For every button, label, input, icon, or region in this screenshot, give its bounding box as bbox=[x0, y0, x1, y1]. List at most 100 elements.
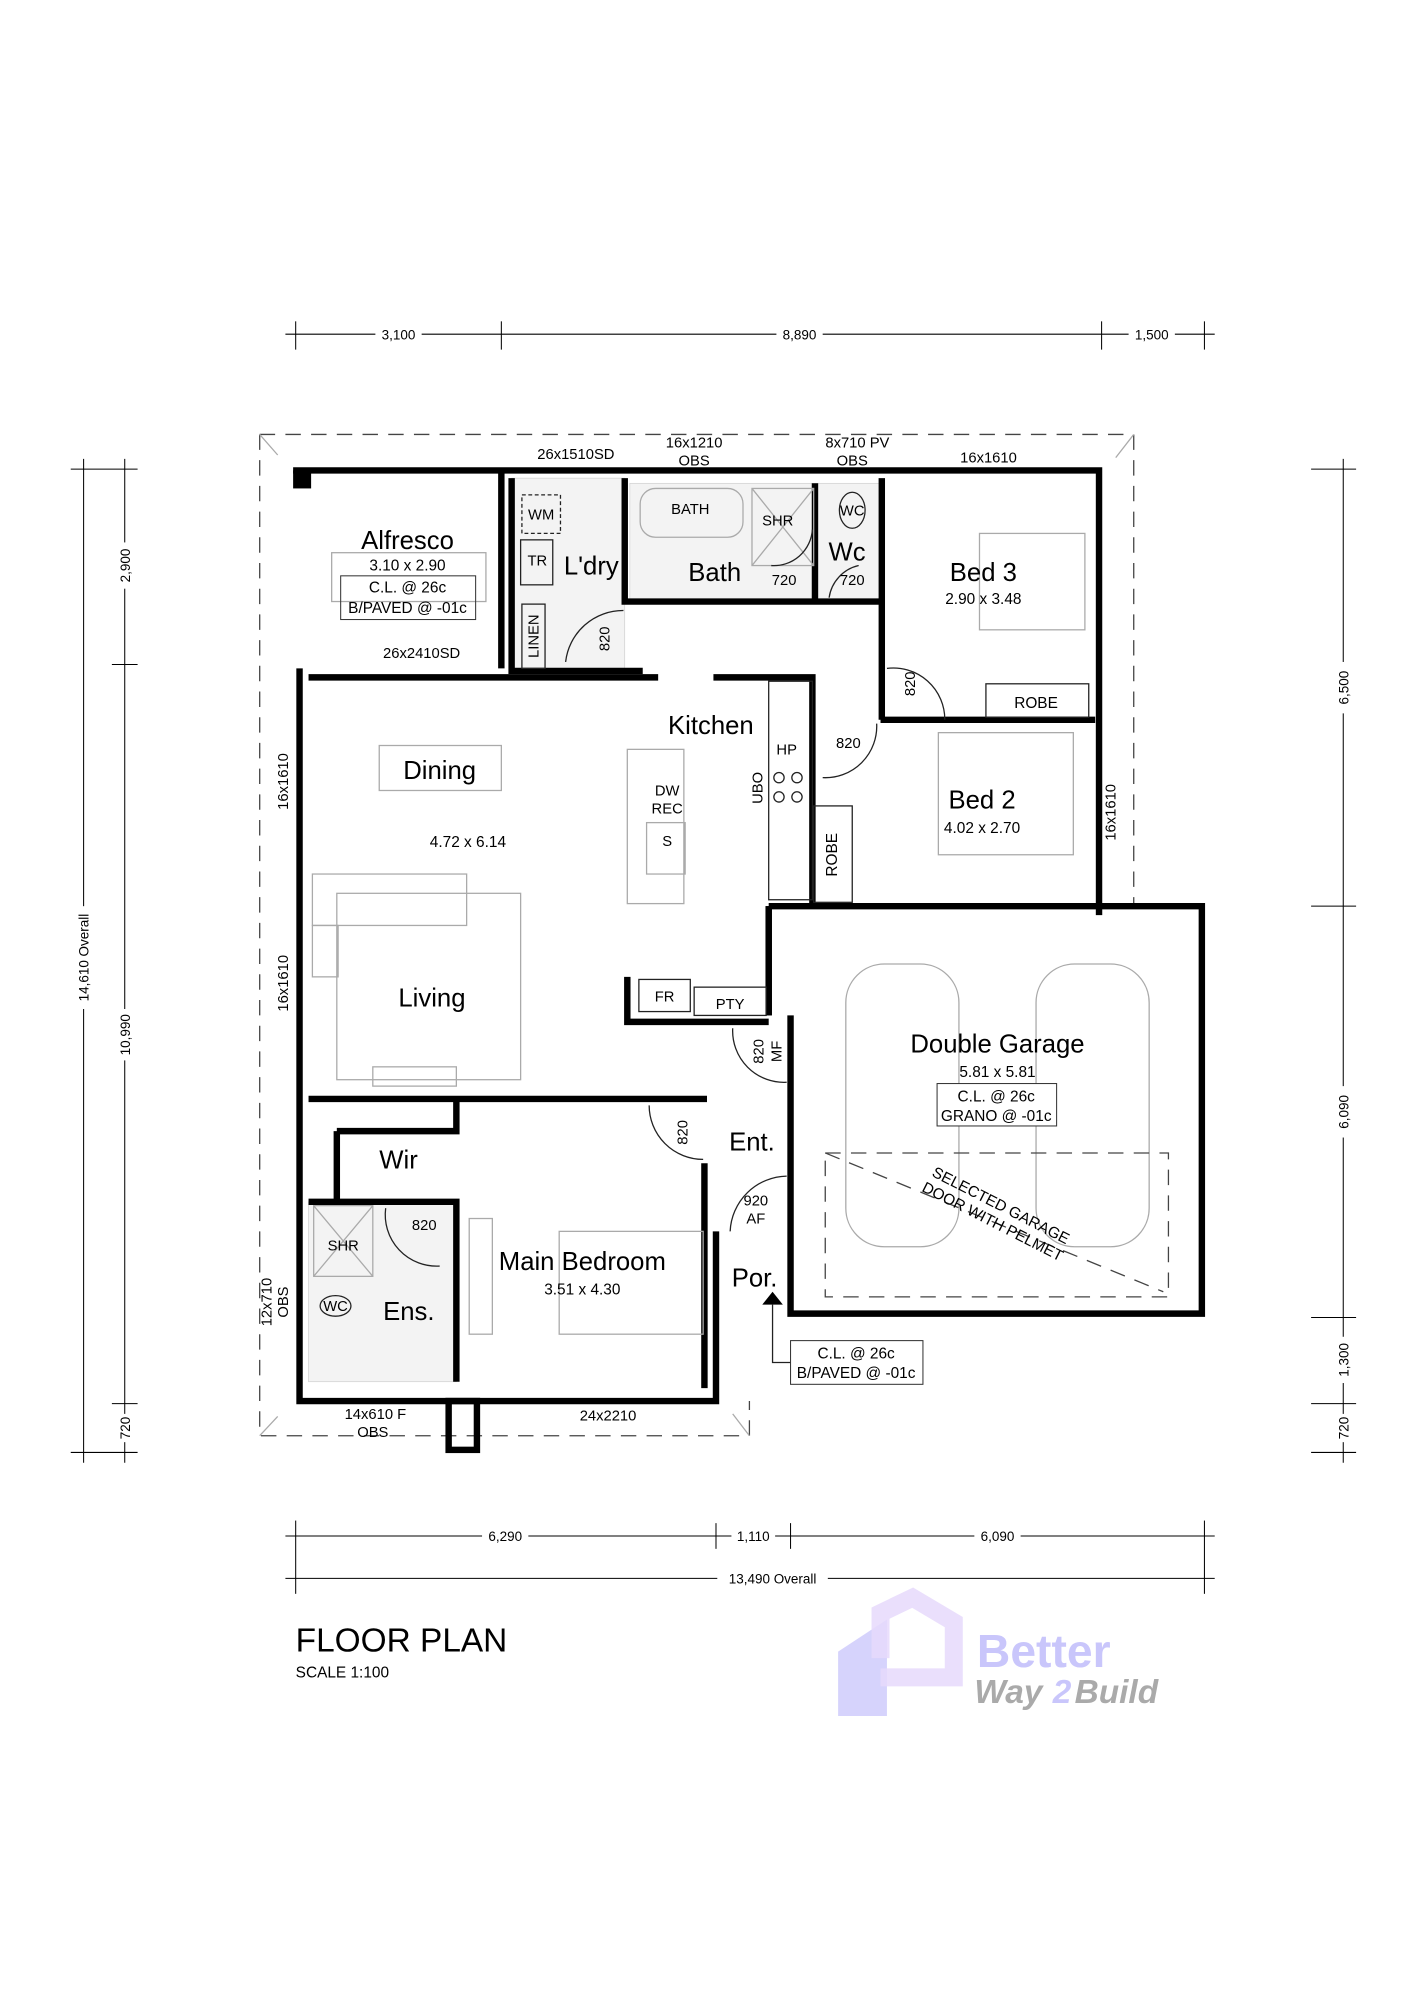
window-dining: 16x1610 bbox=[276, 753, 292, 810]
robe-label: ROBE bbox=[1014, 695, 1058, 712]
garage-door-outline bbox=[824, 1152, 1170, 1298]
room-name: Wir bbox=[379, 1146, 418, 1174]
window-bed2: 16x1610 bbox=[1104, 784, 1120, 841]
fixture-rec: REC bbox=[652, 802, 684, 818]
logo-text-build: Build bbox=[1075, 1674, 1159, 1711]
room-alfresco: Alfresco 3.10 x 2.90 C.L. @ 26c B/PAVED … bbox=[340, 527, 477, 621]
better-way-2-build-logo: Better Way 2 Build bbox=[838, 1587, 1159, 1716]
dim-bottom-overall: 13,490 Overall bbox=[729, 1572, 817, 1587]
room-size: 4.02 x 2.70 bbox=[944, 820, 1020, 837]
window-main-bed: 24x2210 bbox=[580, 1408, 637, 1424]
fixture-dw: DW bbox=[655, 784, 680, 800]
window-wc-1: 8x710 PV bbox=[825, 435, 889, 451]
room-note: C.L. @ 26c bbox=[369, 580, 447, 597]
room-dining: Dining 4.72 x 6.14 bbox=[403, 757, 506, 851]
door-mf: 820 bbox=[752, 1039, 768, 1064]
door-entry: 820 bbox=[676, 1120, 692, 1145]
room-ensuite: SHR WC Ens. bbox=[319, 1239, 435, 1326]
room-name: L'dry bbox=[564, 553, 619, 581]
room-name: Por. bbox=[732, 1265, 778, 1293]
logo-text-2: 2 bbox=[1052, 1674, 1072, 1711]
room-note: GRANO @ -01c bbox=[941, 1108, 1052, 1125]
window-bath-1: 16x1210 bbox=[666, 435, 723, 451]
room-living: Living bbox=[398, 984, 465, 1012]
top-dimensions: 3,100 8,890 1,500 bbox=[285, 321, 1215, 350]
fixture-sink: S bbox=[662, 834, 672, 850]
door-bed3: 820 bbox=[903, 671, 919, 696]
room-note: B/PAVED @ -01c bbox=[348, 600, 467, 617]
room-note: C.L. @ 26c bbox=[958, 1089, 1036, 1106]
room-note: B/PAVED @ -01c bbox=[797, 1365, 916, 1382]
right-dimensions: 6,500 6,090 1,300 720 bbox=[1311, 458, 1357, 1463]
room-bed2: Bed 2 4.02 x 2.70 ROBE bbox=[813, 786, 1020, 903]
plan-title: FLOOR PLAN bbox=[296, 1623, 508, 1660]
room-name: Bath bbox=[688, 559, 741, 587]
window-labels: 26x1510SD 16x1210 OBS 8x710 PV OBS 16x16… bbox=[259, 435, 1119, 1441]
room-main-bedroom: Main Bedroom 3.51 x 4.30 bbox=[499, 1248, 666, 1298]
plan-scale: SCALE 1:100 bbox=[296, 1664, 389, 1681]
door-front: 920 bbox=[744, 1194, 769, 1210]
window-ldry-door: 26x1510SD bbox=[537, 447, 614, 463]
dim-top-2: 8,890 bbox=[783, 327, 817, 342]
dim-left-1: 2,900 bbox=[118, 549, 133, 583]
fixture-shr: SHR bbox=[762, 514, 793, 530]
logo-text-way: Way bbox=[974, 1674, 1044, 1711]
door-front-label: AF bbox=[746, 1212, 765, 1228]
porch-arrow-icon bbox=[762, 1291, 783, 1305]
room-name: Dining bbox=[403, 757, 476, 785]
room-name: Living bbox=[398, 984, 465, 1012]
room-size: 5.81 x 5.81 bbox=[959, 1064, 1035, 1081]
walls bbox=[293, 467, 1206, 1454]
window-ens-2: OBS bbox=[276, 1286, 292, 1317]
room-entry: Ent. bbox=[729, 1128, 775, 1156]
door-labels: 820 720 720 820 820 820 MF 820 920 AF 82… bbox=[412, 573, 919, 1234]
bottom-dimensions: 6,290 1,110 6,090 13,490 Overall bbox=[285, 1520, 1215, 1594]
dim-bottom-1: 6,290 bbox=[488, 1529, 522, 1544]
room-bath: BATH SHR Bath bbox=[671, 502, 793, 587]
window-wir-1: 14x610 F bbox=[345, 1407, 407, 1423]
door-wc: 720 bbox=[840, 573, 865, 589]
dim-right-2: 6,090 bbox=[1336, 1095, 1351, 1129]
dim-right-4: 720 bbox=[1336, 1417, 1351, 1439]
room-name: Alfresco bbox=[361, 527, 454, 555]
room-wir: Wir bbox=[379, 1146, 418, 1174]
room-name: Kitchen bbox=[668, 712, 754, 740]
room-size: 4.72 x 6.14 bbox=[430, 834, 507, 851]
window-bed3: 16x1610 bbox=[960, 451, 1017, 467]
room-name: Ent. bbox=[729, 1128, 775, 1156]
room-note: C.L. @ 26c bbox=[817, 1346, 895, 1363]
room-size: 3.51 x 4.30 bbox=[544, 1281, 620, 1298]
dim-right-3: 1,300 bbox=[1336, 1343, 1351, 1377]
room-name: Bed 3 bbox=[950, 559, 1017, 587]
room-name: Bed 2 bbox=[948, 786, 1015, 814]
window-living: 16x1610 bbox=[276, 955, 292, 1012]
door-bed2: 820 bbox=[836, 736, 861, 752]
fixture-ubo: UBO bbox=[750, 772, 766, 804]
room-kitchen: Kitchen DW REC S HP UBO FR PTY bbox=[638, 680, 814, 1017]
room-garage: Double Garage 5.81 x 5.81 C.L. @ 26c GRA… bbox=[910, 1031, 1084, 1266]
dim-bottom-3: 6,090 bbox=[981, 1529, 1015, 1544]
fixture-shr: SHR bbox=[328, 1239, 359, 1255]
left-dimensions: 14,610 Overall 2,900 10,990 720 bbox=[70, 458, 138, 1463]
dim-top-3: 1,500 bbox=[1135, 327, 1169, 342]
door-mf-label: MF bbox=[770, 1041, 786, 1062]
room-name: Wc bbox=[829, 538, 866, 566]
robe-label: ROBE bbox=[824, 833, 841, 877]
window-alfresco-door: 26x2410SD bbox=[383, 646, 460, 662]
fixture-wm: WM bbox=[528, 507, 554, 523]
door-ens: 820 bbox=[412, 1218, 437, 1234]
fixture-hp: HP bbox=[776, 742, 797, 758]
window-ens-1: 12x710 bbox=[259, 1278, 275, 1326]
room-size: 3.10 x 2.90 bbox=[369, 558, 445, 575]
logo-text-better: Better bbox=[977, 1625, 1111, 1677]
window-wc-2: OBS bbox=[837, 453, 868, 469]
fixture-wc: WC bbox=[840, 503, 865, 519]
room-porch: Por. C.L. @ 26c B/PAVED @ -01c bbox=[732, 1265, 924, 1385]
room-laundry: WM TR LINEN L'dry bbox=[519, 494, 619, 670]
room-name: Ens. bbox=[383, 1298, 434, 1326]
fixture-pty: PTY bbox=[716, 997, 745, 1013]
window-bath-2: OBS bbox=[679, 453, 710, 469]
fixture-wc: WC bbox=[323, 1299, 348, 1315]
dim-right-1: 6,500 bbox=[1336, 671, 1351, 705]
